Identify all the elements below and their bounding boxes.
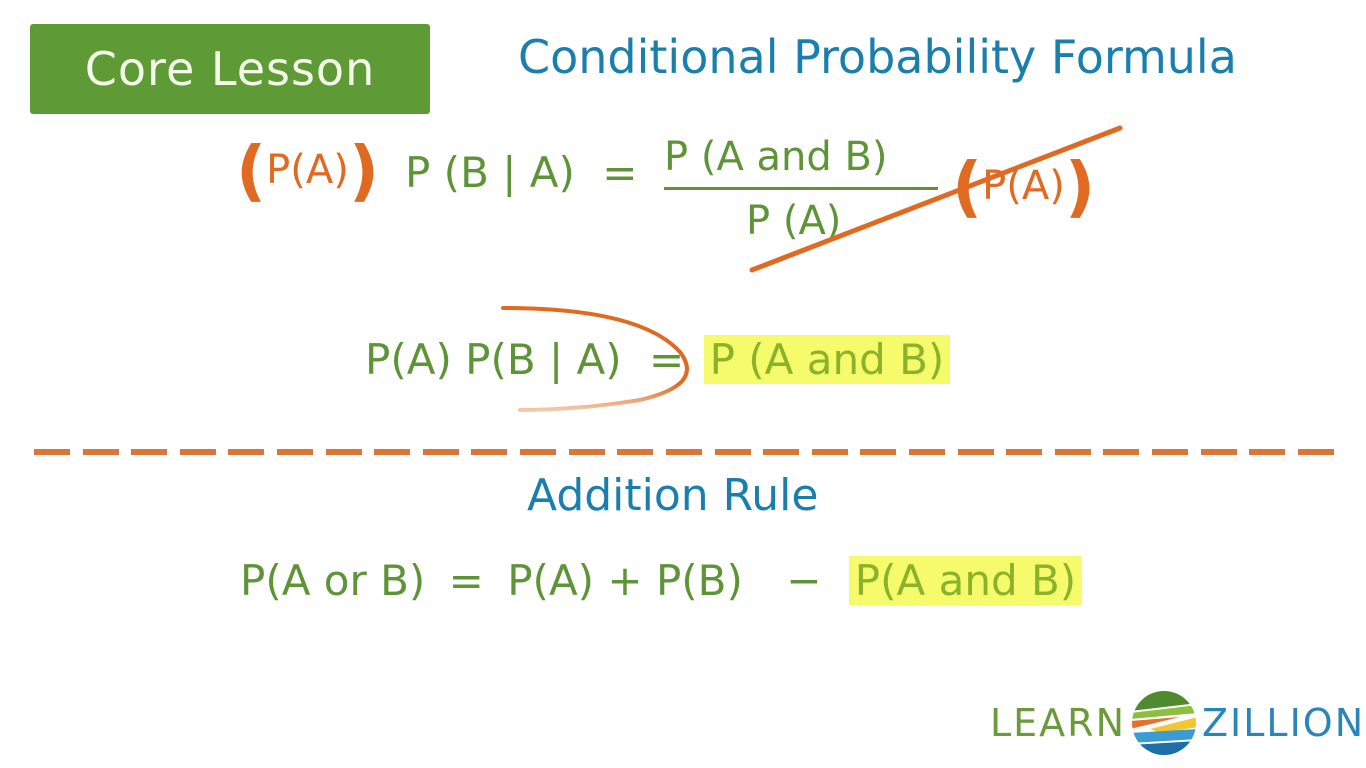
dash [422, 449, 459, 455]
orange-paren-close: ) [348, 132, 380, 209]
fraction-bar [664, 187, 938, 190]
core-lesson-badge: Core Lesson [30, 24, 430, 114]
dash [908, 449, 945, 455]
equation2: P(A) P(B | A) = P (A and B) [365, 335, 951, 384]
dash [1054, 449, 1091, 455]
dash [957, 449, 994, 455]
dash [520, 449, 557, 455]
dash [374, 449, 411, 455]
dash [665, 449, 702, 455]
dash [1200, 449, 1237, 455]
fraction-denominator: P (A) [746, 198, 842, 244]
equation2-lhs: P(A) P(B | A) [365, 335, 622, 384]
dash [1006, 449, 1043, 455]
dash [34, 449, 70, 455]
dash [617, 449, 654, 455]
highlighted-joint-probability: P (A and B) [703, 335, 951, 384]
learnzillion-logo: LEARN ZILLION [990, 688, 1365, 758]
right-multiplier-group: (P(A)) [952, 154, 1095, 220]
equation1-lhs: P (B | A) = [405, 148, 637, 197]
fraction-numerator: P (A and B) [664, 134, 888, 180]
dash [228, 449, 265, 455]
left-multiplier-group: (P(A)) [236, 138, 379, 204]
lhs-text: P (B | A) [405, 148, 575, 197]
right-multiplier: P(A) [982, 163, 1065, 209]
core-lesson-label: Core Lesson [84, 42, 376, 96]
orange-paren-close: ) [1064, 148, 1096, 225]
orange-paren-open: ( [236, 132, 267, 209]
highlighted-joint-probability: P(A and B) [848, 556, 1083, 605]
dash [1103, 449, 1140, 455]
minus-sign: − [786, 556, 822, 605]
dash [568, 449, 605, 455]
dash [763, 449, 800, 455]
dash [1152, 449, 1189, 455]
equals-sign: = [649, 335, 685, 384]
equals-sign: = [448, 556, 484, 605]
dash [82, 449, 119, 455]
dash [860, 449, 897, 455]
dash [1249, 449, 1286, 455]
conditional-probability-title: Conditional Probability Formula [518, 30, 1237, 84]
equals-sign: = [602, 148, 638, 197]
dash [811, 449, 848, 455]
dash [471, 449, 508, 455]
dash [714, 449, 751, 455]
dash [131, 449, 168, 455]
left-multiplier: P(A) [266, 147, 349, 193]
logo-text-right: ZILLION [1202, 701, 1366, 745]
dashed-divider [34, 449, 1334, 455]
learnzillion-globe-icon [1132, 691, 1197, 755]
dash [179, 449, 216, 455]
addition-rule-title: Addition Rule [527, 470, 819, 521]
addition-rule-equation: P(A or B) = P(A) + P(B) − P(A and B) [240, 556, 1083, 605]
dash [325, 449, 362, 455]
dash [1297, 449, 1334, 455]
addition-rhs-terms: P(A) + P(B) [507, 556, 743, 605]
logo-text-left: LEARN [990, 701, 1127, 745]
dash [277, 449, 314, 455]
addition-lhs: P(A or B) [240, 556, 426, 605]
